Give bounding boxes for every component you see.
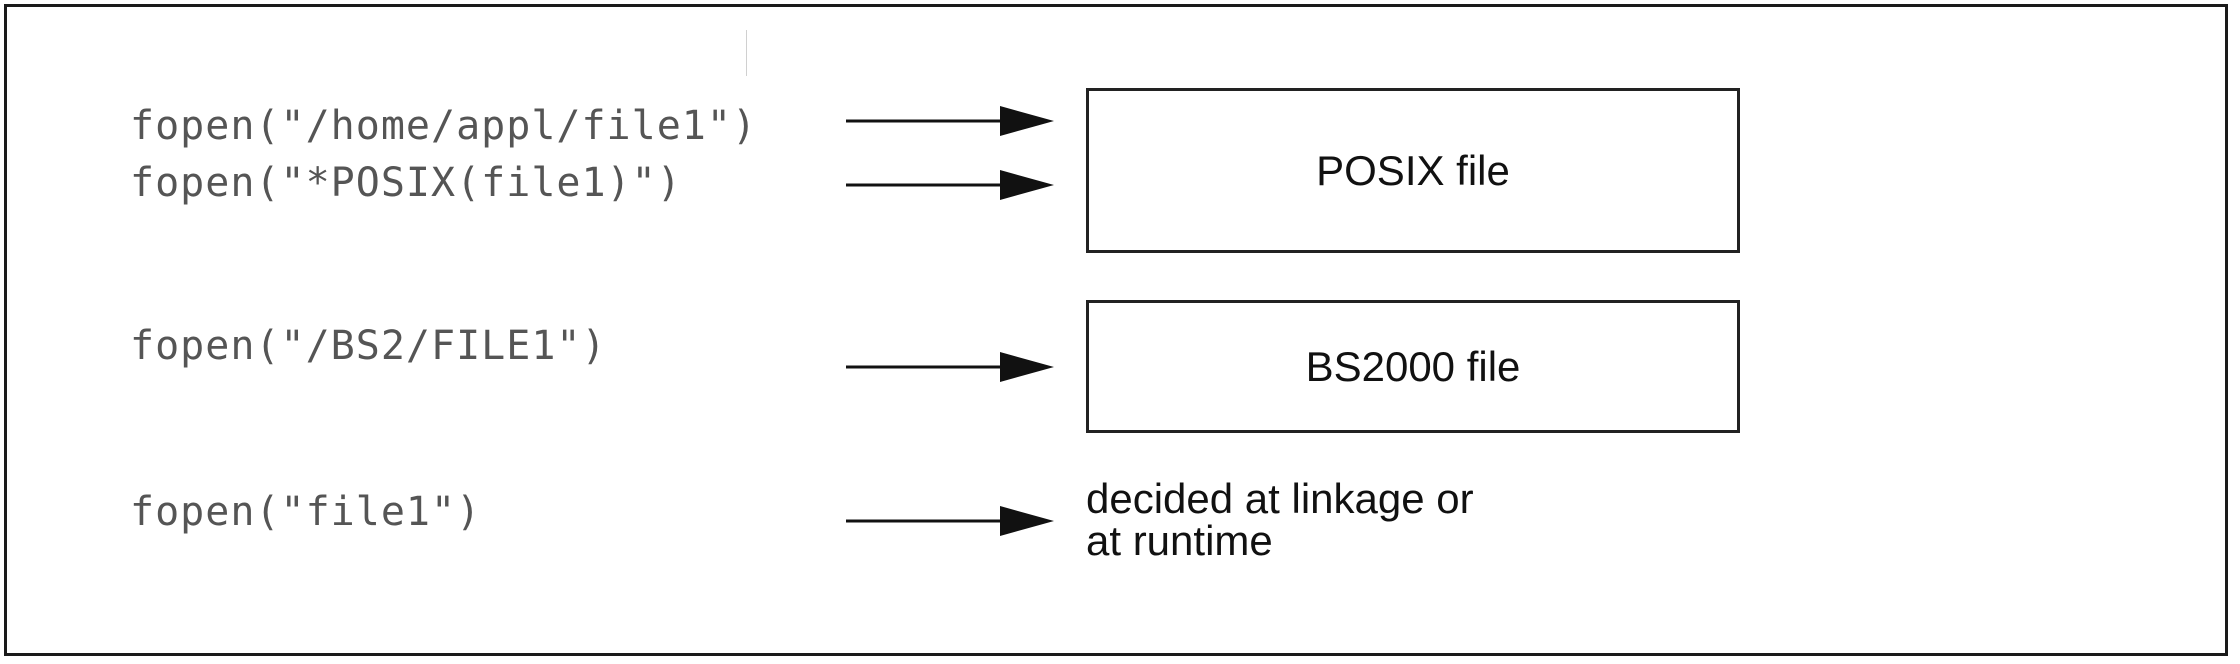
- call-plain: fopen("file1"): [130, 489, 482, 535]
- note-line-1: decided at linkage or: [1086, 475, 1474, 522]
- bs2000-file-box: BS2000 file: [1086, 300, 1740, 433]
- posix-file-label: POSIX file: [1316, 146, 1510, 194]
- call-bs2-path: fopen("/BS2/FILE1"): [130, 323, 607, 369]
- diagram-frame: [4, 4, 2228, 656]
- runtime-decision-note: decided at linkage or at runtime: [1086, 478, 1474, 562]
- bs2000-file-label: BS2000 file: [1305, 342, 1521, 390]
- call-home-path: fopen("/home/appl/file1"): [130, 103, 758, 149]
- note-line-2: at runtime: [1086, 517, 1273, 564]
- call-posix-star: fopen("*POSIX(file1)"): [130, 160, 682, 206]
- posix-file-box: POSIX file: [1086, 88, 1740, 253]
- decorative-tick: [746, 30, 747, 76]
